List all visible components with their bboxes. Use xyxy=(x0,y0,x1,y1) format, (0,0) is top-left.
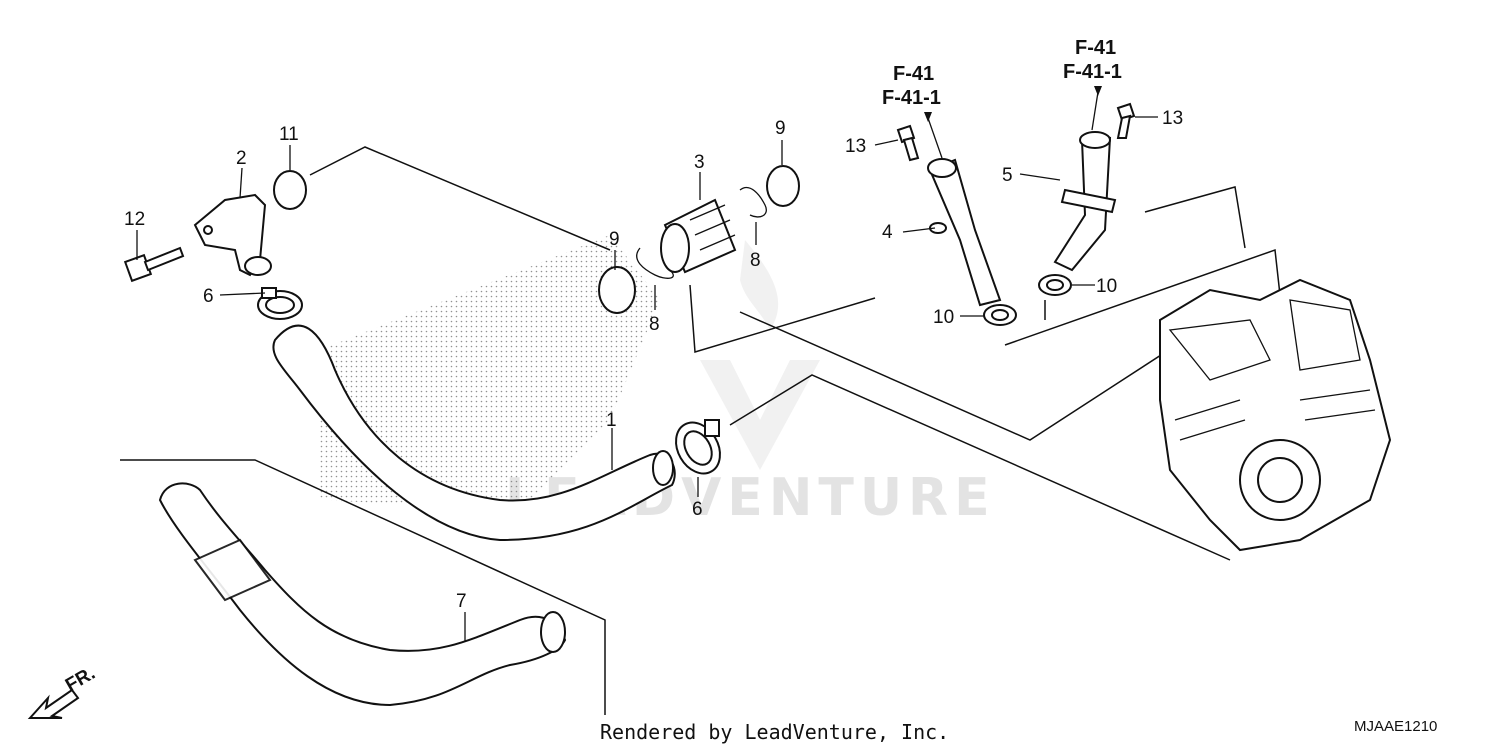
part-8-clip-left xyxy=(636,247,674,279)
reference-left-a: F-41 xyxy=(893,63,934,85)
callout-1: 1 xyxy=(606,410,617,431)
callout-10-left: 10 xyxy=(933,307,954,328)
part-12-bolt xyxy=(123,246,185,283)
callout-6-lower: 6 xyxy=(692,499,703,520)
part-13-bolt-right xyxy=(1116,102,1136,139)
part-10-seal-left xyxy=(983,304,1017,326)
callout-6-upper: 6 xyxy=(203,286,214,307)
part-13-bolt-left xyxy=(896,124,920,162)
part-2-fitting xyxy=(193,193,272,277)
reference-left-b: F-41-1 xyxy=(882,87,941,109)
part-6-clamp-upper xyxy=(257,287,303,320)
footer-credit: Rendered by LeadVenture, Inc. xyxy=(600,720,949,744)
arrow-up-icon xyxy=(924,112,932,122)
callout-13-left: 13 xyxy=(845,136,866,157)
engine-illustration xyxy=(1159,278,1392,552)
callout-8-right: 8 xyxy=(750,250,761,271)
callout-12: 12 xyxy=(124,209,145,230)
watermark-logo xyxy=(700,240,820,470)
part-7-hose xyxy=(158,482,567,707)
part-9-oring-left xyxy=(598,266,636,314)
front-direction-label: FR. xyxy=(62,663,99,696)
callout-13-right: 13 xyxy=(1162,108,1183,129)
arrow-up-icon xyxy=(1094,86,1102,96)
reference-right-a: F-41 xyxy=(1075,37,1116,59)
part-9-oring-right xyxy=(766,165,800,207)
part-11-oring xyxy=(273,170,307,210)
callout-9-left: 9 xyxy=(609,229,620,250)
diagram-code: MJAAE1210 xyxy=(1354,718,1437,735)
callout-2: 2 xyxy=(236,148,247,169)
reference-right-b: F-41-1 xyxy=(1063,61,1122,83)
part-1-hose xyxy=(272,324,676,542)
part-3-joint xyxy=(660,198,737,274)
callout-8-left: 8 xyxy=(649,314,660,335)
callout-9-right: 9 xyxy=(775,118,786,139)
callout-10-right: 10 xyxy=(1096,276,1117,297)
part-5-pipe xyxy=(1053,131,1117,272)
part-6-clamp-lower xyxy=(675,419,721,475)
callout-5: 5 xyxy=(1002,165,1013,186)
front-direction-arrow-icon xyxy=(27,688,80,719)
leader-lines xyxy=(136,86,1158,642)
part-4-pipe xyxy=(927,158,1002,307)
part-10-seal-right xyxy=(1038,274,1072,296)
callout-11: 11 xyxy=(279,124,299,145)
group-guide-lines xyxy=(120,146,1281,715)
callout-4: 4 xyxy=(882,222,893,243)
shaded-area xyxy=(320,235,660,510)
callout-3: 3 xyxy=(694,152,705,173)
part-8-clip-right xyxy=(739,186,767,218)
callout-7: 7 xyxy=(456,591,467,612)
